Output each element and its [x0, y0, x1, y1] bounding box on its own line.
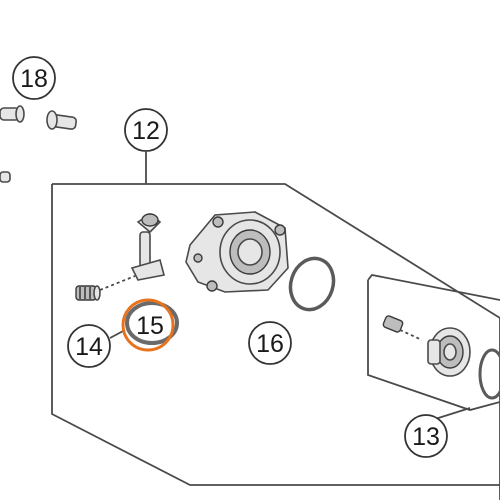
callout-15[interactable]: 15 [121, 298, 175, 352]
bolt-part-18b [46, 110, 78, 130]
screw-part-13 [382, 315, 423, 341]
seal-ring-part-13 [478, 348, 500, 400]
callout-15-label: 15 [136, 312, 164, 340]
callout-18[interactable]: 18 [12, 56, 56, 100]
group-12-outline [51, 183, 500, 500]
callout-12-label: 12 [132, 117, 160, 145]
callout-18-label: 18 [20, 65, 48, 93]
callout-13[interactable]: 13 [404, 414, 448, 458]
piston-part-13 [427, 327, 471, 377]
callout-16[interactable]: 16 [248, 321, 292, 365]
clutch-slave-housing [185, 211, 289, 293]
lever-linkage [99, 213, 165, 291]
callout-12[interactable]: 12 [124, 108, 168, 152]
bolt-part-18a [0, 105, 25, 123]
group-13-outline [367, 274, 500, 411]
screw-part-14 [75, 285, 101, 301]
o-ring-part-15 [125, 301, 179, 345]
bolt-part-18c [0, 171, 11, 183]
callout-16-label: 16 [256, 330, 284, 358]
callout-14[interactable]: 14 [67, 324, 111, 368]
callout-13-label: 13 [412, 423, 440, 451]
gasket-ring-part-16 [288, 256, 336, 312]
callout-14-label: 14 [75, 333, 103, 361]
